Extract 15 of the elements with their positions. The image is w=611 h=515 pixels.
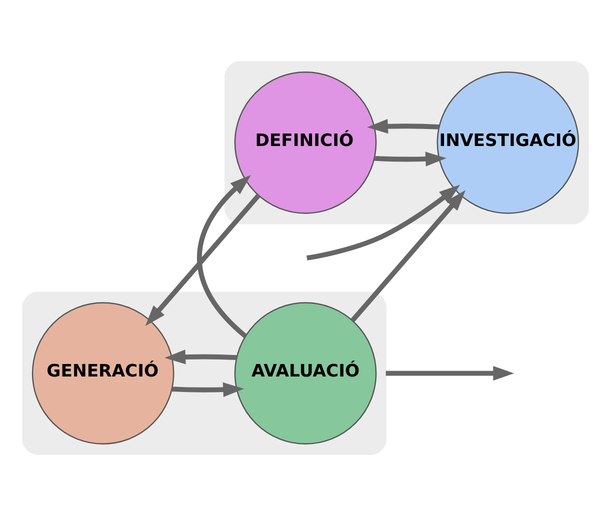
node-circle: AVALUACIÓ [234,302,377,444]
arrow [374,151,446,166]
node-circle: DEFINICIÓ [234,71,377,214]
arrow [367,118,440,134]
arrow [164,349,237,364]
arrow [350,184,466,322]
arrow [145,194,260,326]
arrow [172,382,244,396]
cluster [22,291,386,454]
arrow [386,366,514,380]
node-circle: INVESTIGACIÓ [436,71,580,214]
cluster [224,60,589,224]
node-circle: GENERACIÓ [32,302,174,444]
arrow [196,174,251,338]
arrow [306,184,466,260]
